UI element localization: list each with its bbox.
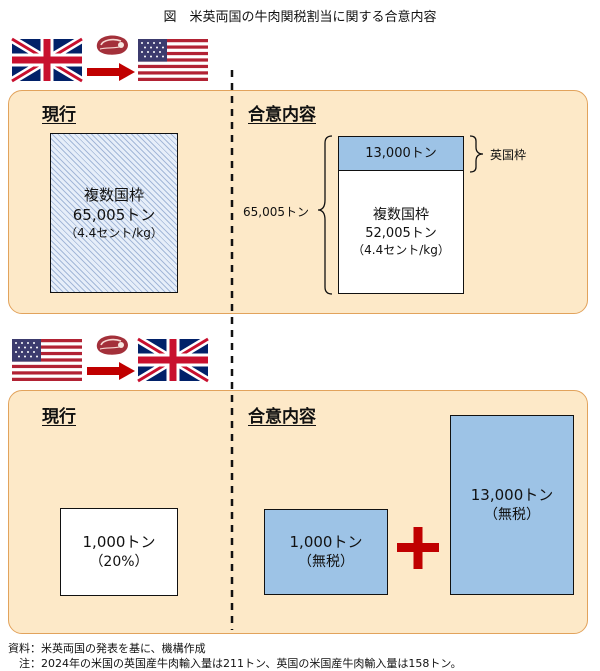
meat-icon bbox=[96, 34, 129, 56]
uk-flag-icon bbox=[138, 339, 208, 381]
meat-icon bbox=[96, 334, 129, 356]
quota-type-label: 複数国枠 bbox=[373, 206, 429, 223]
quota-rate-label: （4.4セント/kg） bbox=[65, 226, 163, 241]
top-current-heading: 現行 bbox=[42, 105, 76, 125]
source-note: 資料：米英両国の発表を基に、機構作成 bbox=[8, 642, 206, 655]
uk-quota-volume-label: 13,000トン bbox=[365, 146, 437, 162]
uk-quota-box: 13,000トン bbox=[338, 136, 464, 172]
bottom-current-quota-box: 1,000トン （20%） bbox=[60, 508, 178, 596]
arrow-right-icon bbox=[87, 63, 135, 81]
quota-volume-label: 65,005トン bbox=[72, 205, 156, 224]
uk-flag-icon bbox=[12, 39, 82, 81]
quota-volume-label: 13,000トン bbox=[470, 486, 554, 505]
total-volume-label: 65,005トン bbox=[243, 205, 309, 219]
top-current-quota-box: 複数国枠 65,005トン （4.4セント/kg） bbox=[50, 133, 178, 293]
quota-rate-label: （無税） bbox=[484, 506, 540, 523]
bottom-agreement-heading: 合意内容 bbox=[248, 407, 316, 427]
total-brace-icon bbox=[317, 135, 333, 295]
footnote: 注：2024年の米国の英国産牛肉輸入量は211トン、英国の米国産牛肉輸入量は15… bbox=[8, 657, 462, 670]
bottom-agree-quota-box-2: 13,000トン （無税） bbox=[450, 415, 574, 595]
us-flag-icon bbox=[12, 339, 82, 381]
multi-country-quota-box: 複数国枠 52,005トン （4.4セント/kg） bbox=[338, 170, 464, 294]
uk-quota-label: 英国枠 bbox=[490, 148, 527, 162]
quota-rate-label: （無税） bbox=[298, 553, 354, 570]
bottom-current-heading: 現行 bbox=[42, 407, 76, 427]
figure-title: 図 米英両国の牛肉関税割当に関する合意内容 bbox=[163, 10, 437, 25]
uk-quota-brace-icon bbox=[469, 135, 484, 173]
quota-volume-label: 52,005トン bbox=[365, 225, 437, 241]
arrow-right-icon bbox=[87, 362, 135, 380]
quota-volume-label: 1,000トン bbox=[289, 533, 363, 552]
quota-rate-label: （20%） bbox=[89, 553, 149, 570]
quota-rate-label: （4.4セント/kg） bbox=[352, 243, 450, 258]
quota-volume-label: 1,000トン bbox=[82, 533, 156, 552]
quota-type-label: 複数国枠 bbox=[83, 185, 144, 204]
plus-icon bbox=[397, 527, 439, 569]
bottom-agree-quota-box-1: 1,000トン （無税） bbox=[264, 509, 388, 595]
top-agreement-heading: 合意内容 bbox=[248, 105, 316, 125]
us-flag-icon bbox=[138, 39, 208, 81]
